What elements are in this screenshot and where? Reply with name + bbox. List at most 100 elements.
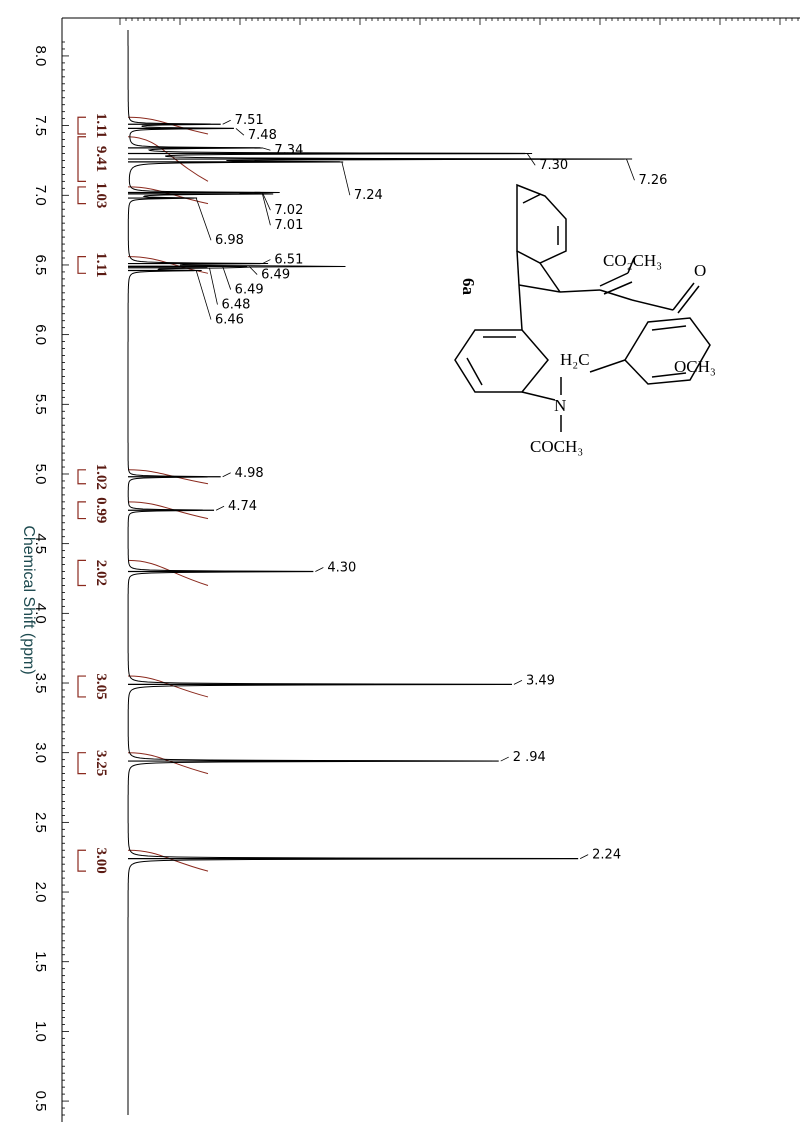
integral-value: 2.02	[93, 560, 109, 586]
y-tick-label: 0.5	[32, 1091, 49, 1112]
integral-curve	[127, 136, 209, 182]
y-tick-label: 6.0	[32, 324, 49, 345]
peak-leader	[626, 158, 635, 181]
y-tick-label: 5.5	[32, 394, 49, 415]
peak-label: 4.30	[327, 561, 356, 576]
integral-bracket	[77, 501, 86, 520]
ester-bond	[631, 299, 674, 311]
peak-label: 6.49	[261, 268, 290, 283]
peak-label: 7.51	[235, 113, 264, 128]
peak-leader	[579, 854, 589, 859]
y-tick-label: 1.5	[32, 951, 49, 972]
peak-label: 7.01	[274, 218, 303, 233]
peak-label: 6.46	[215, 313, 244, 328]
peak-leader	[262, 147, 271, 151]
peak-leader	[235, 128, 245, 136]
spectrum-layer	[127, 30, 633, 1115]
y-tick-label: 1.0	[32, 1021, 49, 1042]
carbonyl-double-bond	[677, 285, 700, 314]
y-tick-label: 3.0	[32, 742, 49, 763]
alkene-double-bond	[603, 281, 633, 295]
y-tick-label: 7.5	[32, 115, 49, 136]
integral-bracket	[77, 675, 86, 698]
benzyl-ring-bond	[651, 325, 687, 331]
y-axis-label: Chemical Shift (ppm)	[20, 525, 37, 674]
y-tick-label: 8.0	[32, 46, 49, 67]
peak-leader	[195, 270, 212, 320]
benzyl-ring-bond	[651, 372, 687, 378]
bridge-bond	[516, 250, 520, 286]
peak-leader	[500, 756, 509, 762]
peak-label: 7.26	[639, 173, 668, 188]
bridge-bond	[518, 284, 523, 331]
integral-bracket	[77, 256, 86, 274]
peak-label: 6.48	[221, 298, 250, 313]
carbonyl-oxygen-label: O	[694, 261, 706, 280]
peak-label: 6.51	[274, 253, 303, 268]
peak-leader	[222, 472, 231, 478]
carbonyl-bond	[672, 282, 695, 311]
peak-leader	[222, 119, 231, 125]
peak-leader	[215, 505, 225, 511]
integral-curve	[127, 116, 209, 135]
integral-curve	[127, 501, 209, 520]
integral-value: 1.03	[93, 182, 109, 208]
ester-bond	[627, 257, 635, 274]
ester-group-label: CO₂CH₃	[603, 251, 662, 270]
compound-label: 6a	[459, 278, 478, 296]
peak-label: 4.98	[235, 466, 264, 481]
integral-value: 3.25	[93, 750, 109, 776]
integral-curve	[127, 469, 209, 485]
y-tick-label: 2.5	[32, 812, 49, 833]
peak-leader	[341, 161, 351, 196]
peak-label-layer: 7.517.487.347.307.267.247.027.016.986.51…	[195, 113, 668, 863]
acetyl-group-label: COCH₃	[530, 437, 583, 456]
y-tick-label: 6.5	[32, 255, 49, 276]
structure-labels: 6a CO₂CH₃ O H₂C OCH₃ N COCH₃	[459, 251, 716, 456]
peak-leader	[262, 192, 271, 211]
benzyl-ring	[624, 317, 711, 385]
y-tick-label: 5.0	[32, 464, 49, 485]
peak-leader	[526, 153, 536, 166]
integral-value: 1.02	[93, 464, 109, 490]
bridge-bond	[559, 289, 601, 293]
molecule-structure	[454, 183, 711, 432]
upper-ring-bond	[522, 193, 542, 204]
integral-value: 3.05	[93, 673, 109, 699]
y-tick-label: 2.0	[32, 882, 49, 903]
peak-label: 6.98	[215, 233, 244, 248]
alkene-bond	[599, 272, 629, 287]
spectrum-trace	[127, 30, 633, 1115]
peak-label: 6.49	[235, 283, 264, 298]
axis-layer: 8.07.57.06.56.05.55.04.54.03.53.02.52.01…	[32, 17, 800, 1122]
integral-bracket	[77, 469, 86, 485]
nitrogen-label: N	[554, 396, 566, 415]
y-tick-label: 4.0	[32, 603, 49, 624]
integral-bracket	[77, 116, 86, 135]
integral-bracket	[77, 559, 86, 587]
integral-value: 1.11	[93, 252, 109, 277]
integral-bracket	[77, 136, 86, 182]
peak-label: 7.48	[248, 128, 277, 143]
y-tick-label: 3.5	[32, 673, 49, 694]
peak-label: 4.74	[228, 499, 257, 514]
peak-leader	[248, 266, 258, 275]
integral-value: 9.41	[93, 146, 109, 172]
benzyl-bond	[589, 359, 626, 373]
bridge-bond	[539, 262, 561, 293]
integral-curve	[127, 559, 209, 586]
peak-leader	[262, 193, 271, 226]
upper-benzene-ring	[516, 183, 567, 264]
peak-label: 7.02	[274, 203, 303, 218]
integral-bracket	[77, 186, 86, 205]
peak-leader	[195, 197, 212, 241]
peak-leader	[315, 567, 324, 572]
bridge-bond	[599, 289, 633, 301]
y-tick-label: 7.0	[32, 185, 49, 206]
peak-leader	[222, 266, 232, 290]
integral-bracket	[77, 849, 86, 872]
methylene-label: H₂C	[560, 350, 590, 369]
peak-label: 7.30	[539, 158, 568, 173]
integral-value: 1.11	[93, 113, 109, 138]
